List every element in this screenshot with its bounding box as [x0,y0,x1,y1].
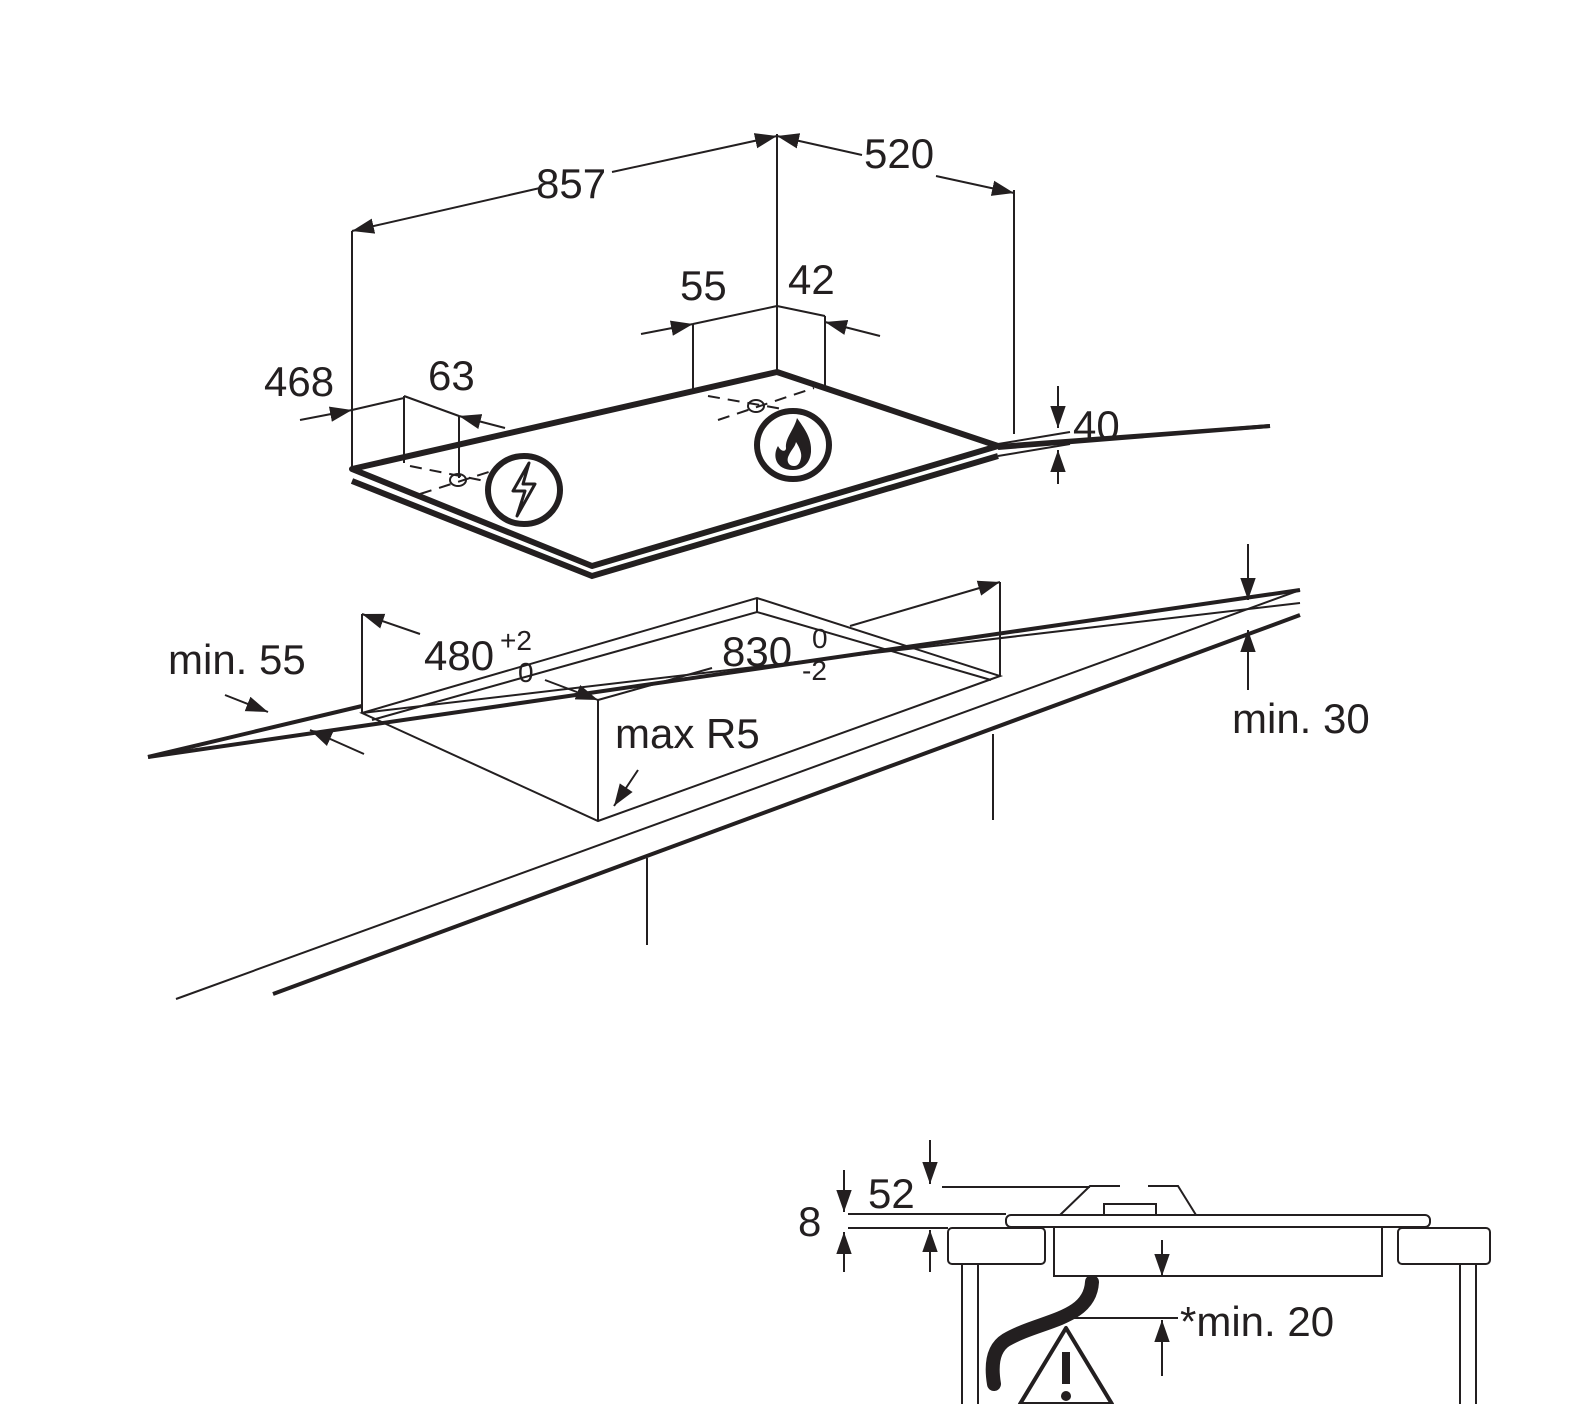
electric-connection-icon [485,453,563,527]
dim-480-tol-upper: +2 [500,625,532,656]
dim-480: 480 [424,632,494,679]
section-dimensions: 52 8 *min. 20 [798,1140,1334,1376]
dim-55: 55 [680,262,727,309]
connection-hole-gas [747,399,765,413]
section-view [848,1185,1491,1404]
dim-857: 857 [536,160,606,207]
dim-max-r5: max R5 [615,710,760,757]
dim-830-tol-upper: 0 [812,623,828,654]
dim-min-55: min. 55 [168,636,306,683]
dim-63: 63 [428,352,475,399]
dim-480-tol-lower: 0 [518,657,534,688]
dim-min-30: min. 30 [1232,695,1370,742]
gas-connection-icon [754,408,832,482]
dim-468: 468 [264,358,334,405]
dim-830-tol-lower: -2 [802,655,827,686]
cutout-dimensions: 480 +2 0 830 0 -2 min. 55 max R5 min. 30 [168,544,1370,807]
warning-icon [1018,1326,1114,1404]
dim-42: 42 [788,256,835,303]
dim-830: 830 [722,628,792,675]
hob-top-surface [349,369,1001,569]
dim-52: 52 [868,1170,915,1217]
dim-8: 8 [798,1198,821,1245]
top-dimensions: 857 520 55 42 468 63 40 [264,130,1120,449]
hob [349,134,1071,580]
worktop [147,424,1301,1000]
dim-min-20: *min. 20 [1180,1298,1334,1345]
hob-front-edge [350,453,999,580]
dim-520: 520 [864,130,934,177]
